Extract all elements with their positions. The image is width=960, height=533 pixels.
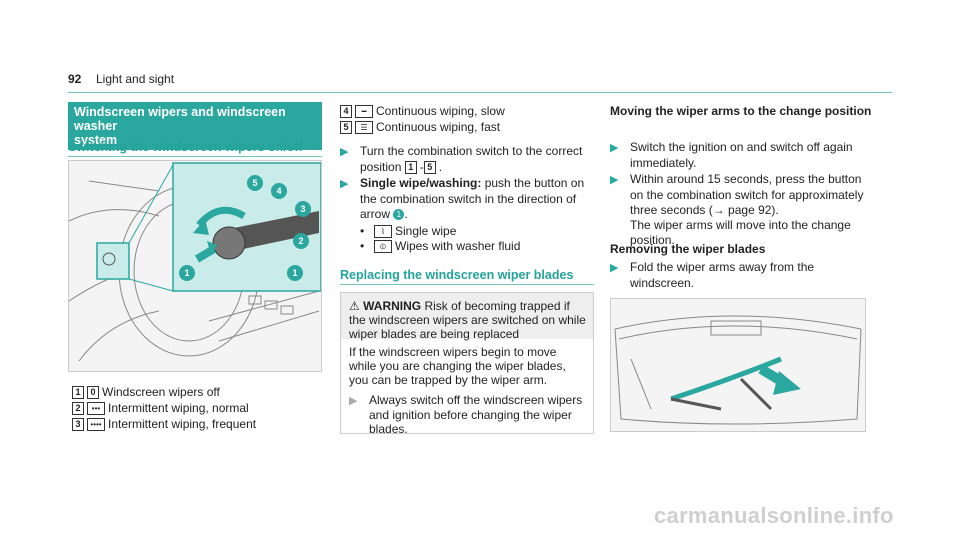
moving-title: Moving the wiper arms to the change posi… xyxy=(610,104,872,118)
watermark: carmanualsonline.info xyxy=(654,503,894,528)
callout-arrow-1: 1 xyxy=(184,268,189,278)
step-single-wipe: ▶Single wipe/washing: push the button on… xyxy=(340,176,585,254)
wiper-switch-figure: 5 4 3 2 1 1 xyxy=(68,160,322,372)
callout-2: 2 xyxy=(298,236,303,246)
warning-icon: ⚠ xyxy=(349,299,360,313)
step-turn-switch: ▶Turn the combination switch to the corr… xyxy=(340,144,583,175)
windscreen-illustration xyxy=(614,315,862,425)
legend-item-4: 4━Continuous wiping, slow xyxy=(340,104,596,119)
legend-item-2: 2•••Intermittent wiping, normal xyxy=(72,400,249,416)
callout-1: 1 xyxy=(292,268,297,278)
replacing-title: Replacing the windscreen wiper blades xyxy=(340,268,574,282)
callout-4: 4 xyxy=(276,186,281,196)
wiper-blade-figure xyxy=(610,298,866,432)
page-number: 92 xyxy=(68,72,82,86)
legend-item-3: 3••••Intermittent wiping, frequent xyxy=(72,416,256,432)
moving-step-2: ▶Within around 15 seconds, press the but… xyxy=(610,172,864,247)
legend-item-5: 5☰Continuous wiping, fast xyxy=(340,120,596,135)
arrow-ref-1: 1 xyxy=(393,209,405,221)
section-title: Windscreen wipers and windscreen washer … xyxy=(68,102,322,150)
warning-header: ⚠ WARNING Risk of becoming trapped if th… xyxy=(341,293,593,341)
removing-step: ▶Fold the wiper arms away from the winds… xyxy=(610,260,815,290)
chapter-title: Light and sight xyxy=(96,72,175,86)
removing-title: Removing the wiper blades xyxy=(610,242,766,256)
switching-title: Switching the windscreen wipers on/off xyxy=(68,140,303,154)
single-wipe-icon: ⌇ xyxy=(374,225,392,239)
callout-3: 3 xyxy=(300,204,305,214)
warning-body: If the windscreen wipers begin to move w… xyxy=(349,345,583,436)
moving-step-1: ▶Switch the ignition on and switch off a… xyxy=(610,140,853,170)
callout-5: 5 xyxy=(252,178,257,188)
wiper-switch-illustration: 5 4 3 2 1 1 xyxy=(69,162,321,362)
page-header: 92 Light and sight xyxy=(68,72,892,93)
warning-box: ⚠ WARNING Risk of becoming trapped if th… xyxy=(340,292,594,436)
washer-icon: ⦶ xyxy=(374,240,392,254)
